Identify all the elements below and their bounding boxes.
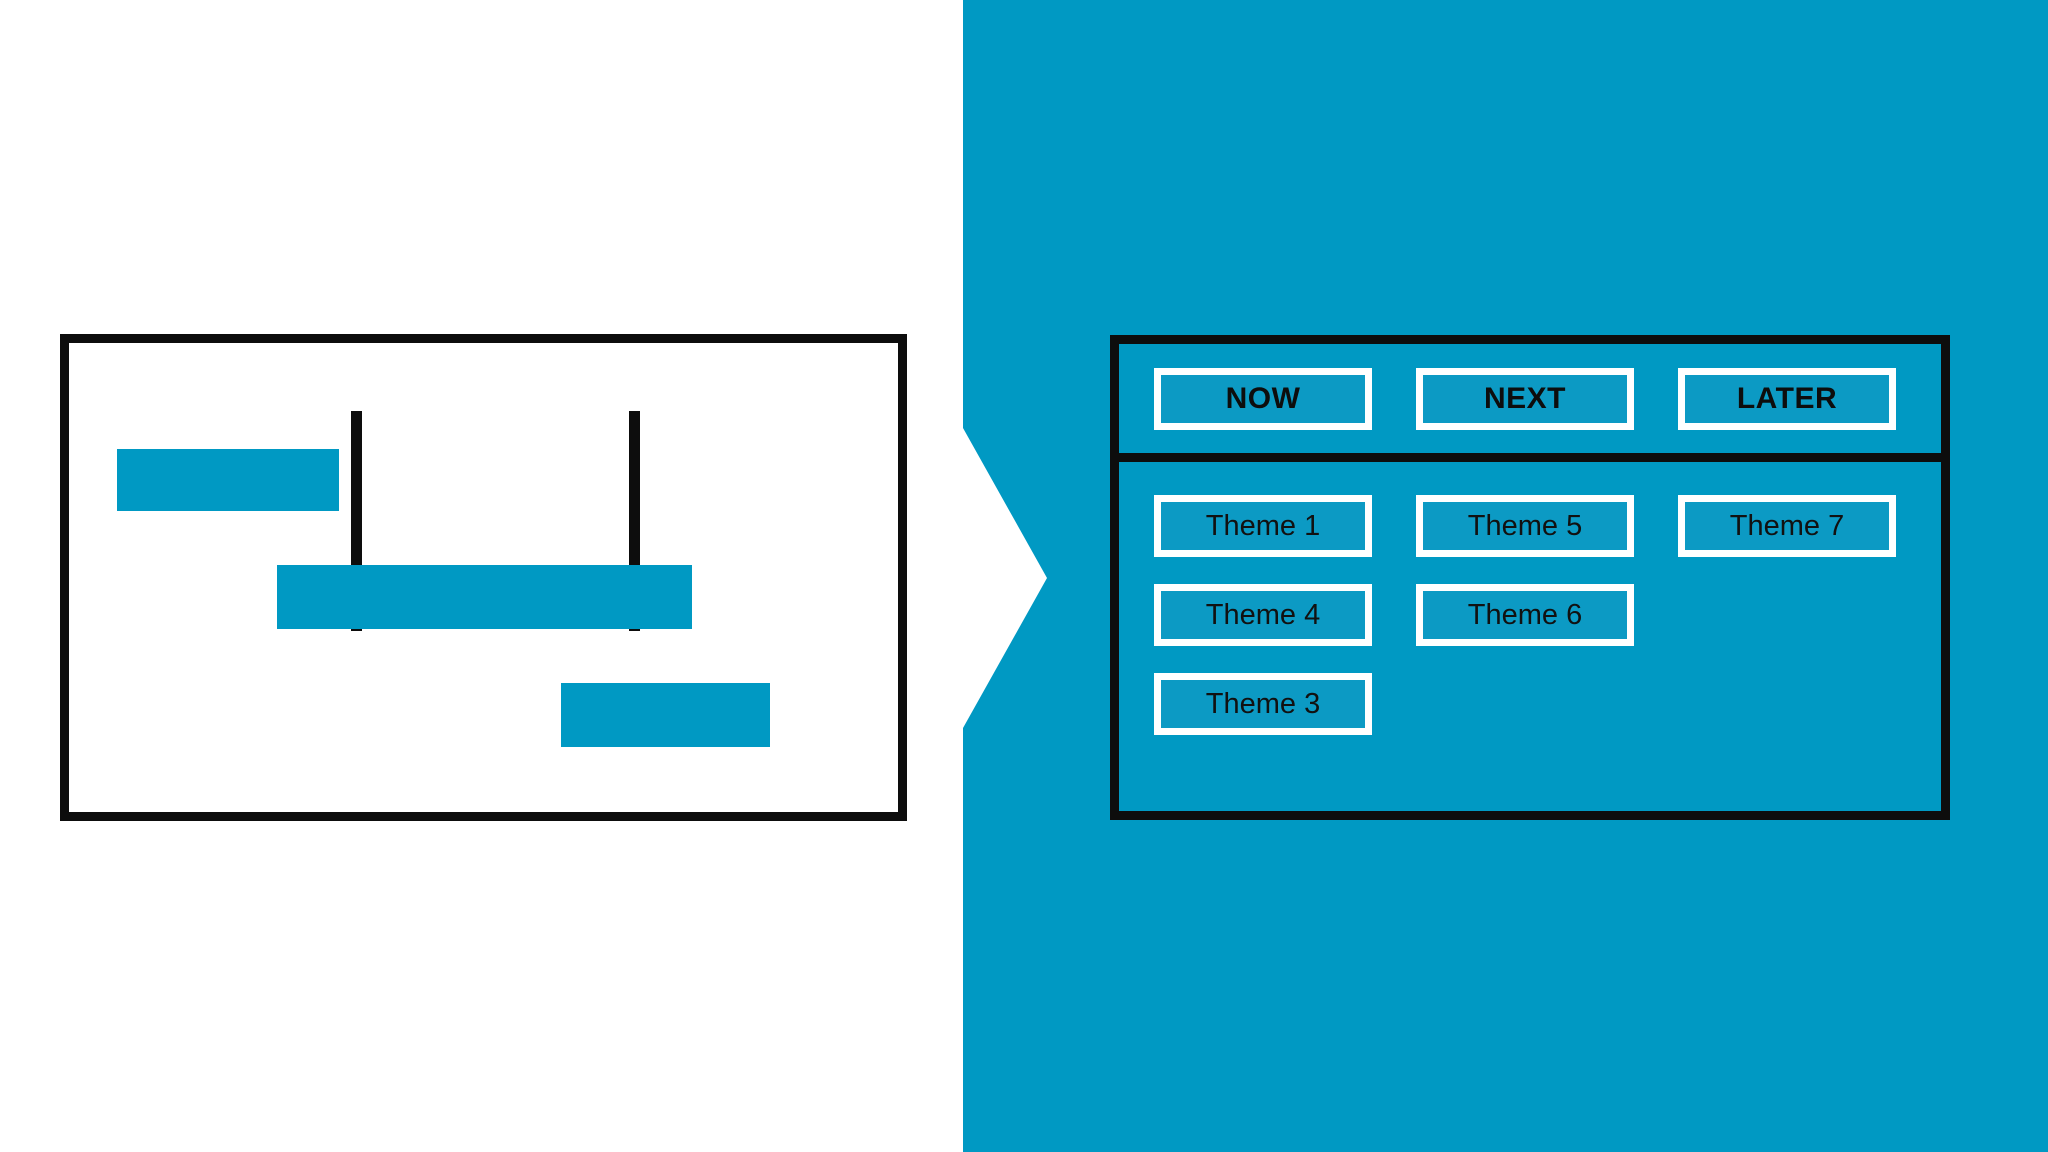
theme-chip[interactable]: Theme 6 [1416,584,1634,646]
theme-chip[interactable]: Theme 7 [1678,495,1896,557]
stage-label-next: NEXT [1483,381,1566,415]
stage-label-later: LATER [1736,381,1838,415]
theme-chip[interactable]: Theme 1 [1154,495,1372,557]
theme-chip-label: Theme 1 [1205,509,1321,542]
stage-chip-later[interactable]: LATER [1678,367,1896,430]
theme-chip[interactable]: Theme 5 [1416,495,1634,557]
theme-chip-label: Theme 5 [1467,509,1583,542]
timeline-bar-2 [277,565,692,629]
theme-slot-next-1: Theme 5 [1416,495,1634,557]
stage-chip-next[interactable]: NEXT [1416,367,1634,430]
theme-chip-label: Theme 4 [1205,598,1321,631]
theme-row: Theme 1 Theme 5 Theme 7 [1154,495,1941,557]
teal-background-panel [963,0,2048,1152]
milestone-line-2 [629,411,640,631]
milestone-line-1 [351,411,362,631]
roadmap-container: NOW NEXT LATER Theme 1 Theme 5 [1110,335,1950,820]
timeline-bar-3 [561,683,770,747]
roadmap-theme-grid: Theme 1 Theme 5 Theme 7 [1119,462,1941,811]
theme-row: Theme 3 [1154,673,1941,735]
theme-slot-next-3-empty [1416,673,1634,735]
theme-slot-now-2: Theme 4 [1154,584,1372,646]
theme-slot-later-2-empty [1678,584,1896,646]
theme-chip-label: Theme 7 [1729,509,1845,542]
theme-slot-now-3: Theme 3 [1154,673,1372,735]
roadmap-stage-header: NOW NEXT LATER [1119,344,1941,462]
theme-row: Theme 4 Theme 6 [1154,584,1941,646]
theme-chip-placeholder [1416,673,1634,735]
stage-label-now: NOW [1225,381,1301,415]
theme-slot-now-1: Theme 1 [1154,495,1372,557]
theme-chip-label: Theme 3 [1205,687,1321,720]
timeline-bar-1 [117,449,339,511]
theme-chip-placeholder [1678,584,1896,646]
theme-chip-label: Theme 6 [1467,598,1583,631]
theme-slot-next-2: Theme 6 [1416,584,1634,646]
stage-chip-now[interactable]: NOW [1154,367,1372,430]
theme-slot-later-1: Theme 7 [1678,495,1896,557]
timeline-card [60,334,907,821]
theme-chip-placeholder [1678,673,1896,735]
theme-slot-later-3-empty [1678,673,1896,735]
theme-chip[interactable]: Theme 4 [1154,584,1372,646]
theme-chip[interactable]: Theme 3 [1154,673,1372,735]
